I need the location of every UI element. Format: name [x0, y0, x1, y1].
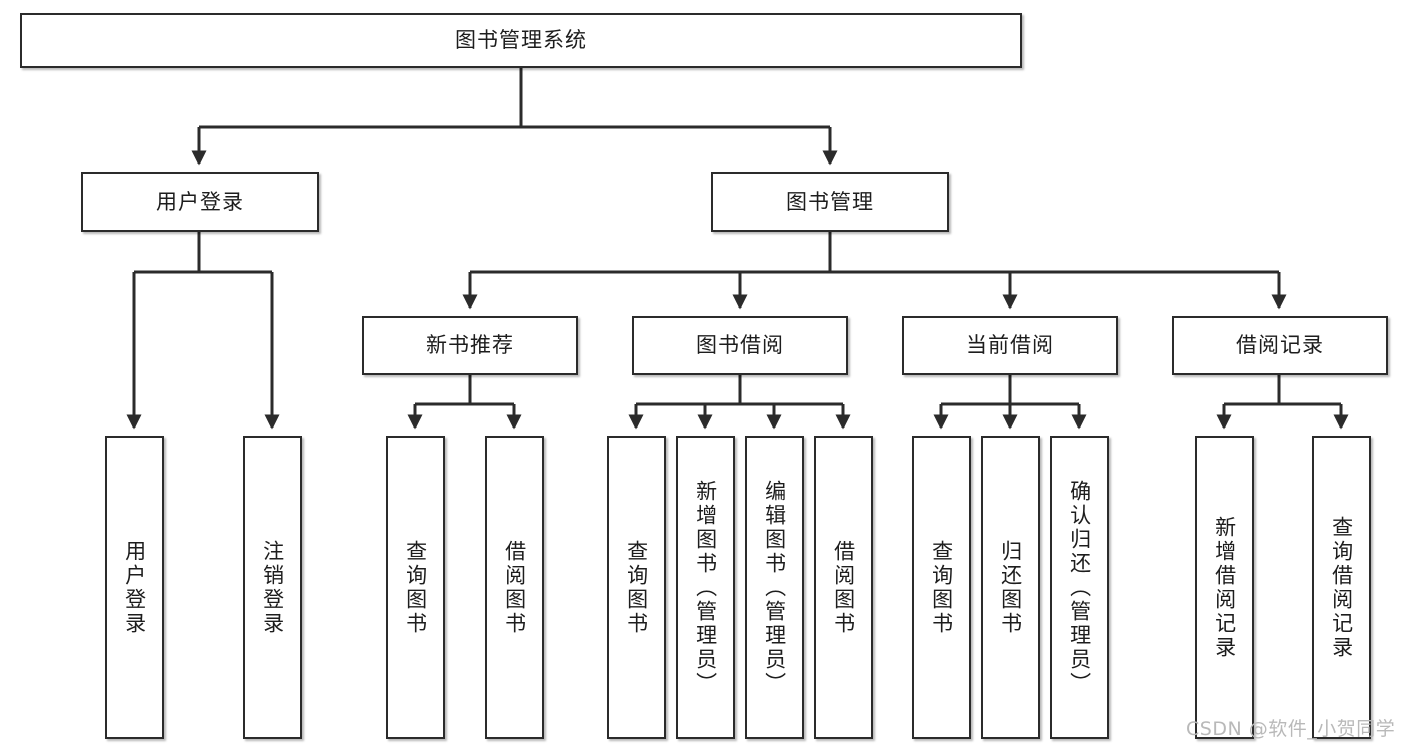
node-leaf-query-book-2[interactable]: 查询图书: [607, 436, 666, 739]
node-leaf-user-login-label: 用户登录: [122, 539, 147, 636]
node-leaf-borrow-book-2[interactable]: 借阅图书: [814, 436, 873, 739]
node-borrow-record[interactable]: 借阅记录: [1172, 316, 1388, 375]
node-leaf-borrow-book-1-label: 借阅图书: [502, 539, 527, 636]
node-new-book-recommend-label: 新书推荐: [426, 333, 514, 358]
watermark-text: CSDN @软件_小贺同学: [1186, 718, 1396, 740]
node-leaf-edit-book[interactable]: 编辑图书（管理员）: [745, 436, 804, 739]
node-book-manage[interactable]: 图书管理: [711, 172, 949, 232]
node-root[interactable]: 图书管理系统: [20, 13, 1022, 68]
node-leaf-add-record-label: 新增借阅记录: [1212, 515, 1237, 660]
node-leaf-return-book-label: 归还图书: [998, 539, 1023, 636]
node-leaf-borrow-book-1[interactable]: 借阅图书: [485, 436, 544, 739]
node-leaf-query-book-2-label: 查询图书: [624, 539, 649, 636]
node-leaf-query-book-1-label: 查询图书: [403, 539, 428, 636]
node-leaf-return-book[interactable]: 归还图书: [981, 436, 1040, 739]
node-leaf-edit-book-label: 编辑图书（管理员）: [762, 479, 787, 696]
node-leaf-confirm-return[interactable]: 确认归还（管理员）: [1050, 436, 1109, 739]
node-leaf-confirm-return-label: 确认归还（管理员）: [1067, 479, 1092, 696]
node-current-borrow-label: 当前借阅: [966, 333, 1054, 358]
node-new-book-recommend[interactable]: 新书推荐: [362, 316, 578, 375]
node-leaf-logout-login[interactable]: 注销登录: [243, 436, 302, 739]
node-leaf-user-login[interactable]: 用户登录: [105, 436, 164, 739]
node-user-login-label: 用户登录: [156, 189, 244, 214]
node-leaf-query-record-label: 查询借阅记录: [1329, 515, 1354, 660]
node-leaf-logout-login-label: 注销登录: [260, 539, 285, 636]
node-leaf-borrow-book-2-label: 借阅图书: [831, 539, 856, 636]
node-leaf-add-book[interactable]: 新增图书（管理员）: [676, 436, 735, 739]
node-leaf-add-record[interactable]: 新增借阅记录: [1195, 436, 1254, 739]
node-book-borrow-label: 图书借阅: [696, 333, 784, 358]
node-leaf-query-book-3-label: 查询图书: [929, 539, 954, 636]
node-borrow-record-label: 借阅记录: [1236, 333, 1324, 358]
node-leaf-query-book-1[interactable]: 查询图书: [386, 436, 445, 739]
node-leaf-query-book-3[interactable]: 查询图书: [912, 436, 971, 739]
node-current-borrow[interactable]: 当前借阅: [902, 316, 1118, 375]
node-book-manage-label: 图书管理: [786, 189, 874, 214]
node-user-login[interactable]: 用户登录: [81, 172, 319, 232]
node-book-borrow[interactable]: 图书借阅: [632, 316, 848, 375]
node-leaf-add-book-label: 新增图书（管理员）: [693, 479, 718, 696]
node-leaf-query-record[interactable]: 查询借阅记录: [1312, 436, 1371, 739]
node-root-label: 图书管理系统: [455, 28, 587, 53]
